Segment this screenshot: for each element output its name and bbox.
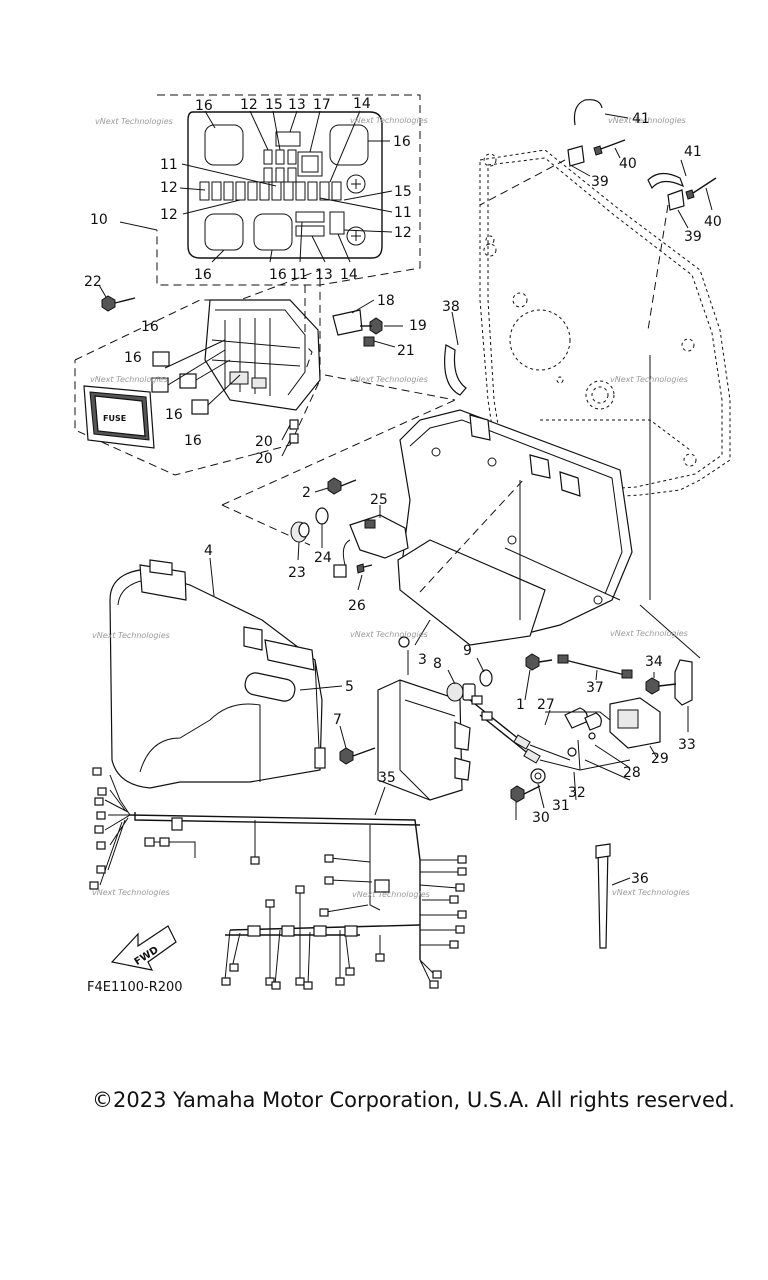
svg-text:vNext Technologies: vNext Technologies xyxy=(350,630,428,639)
svg-text:vNext Technologies: vNext Technologies xyxy=(350,375,428,384)
callout-32: 32 xyxy=(568,785,586,801)
callout-2: 2 xyxy=(302,485,311,501)
callout-23: 23 xyxy=(288,565,306,581)
callout-37: 37 xyxy=(586,680,604,696)
fuse-box-detail xyxy=(119,94,421,286)
callout-41: 41 xyxy=(632,111,650,127)
callout-15: 15 xyxy=(265,97,283,113)
callout-13: 13 xyxy=(315,267,333,283)
callout-10: 10 xyxy=(90,212,108,228)
callout-4: 4 xyxy=(204,543,213,559)
callout-16: 16 xyxy=(184,433,202,449)
callout-12: 12 xyxy=(160,207,178,223)
callout-12: 12 xyxy=(160,180,178,196)
callout-39: 39 xyxy=(684,229,702,245)
diagram-code: F4E1100-R200 xyxy=(87,980,183,995)
svg-text:vNext Technologies: vNext Technologies xyxy=(92,888,170,897)
callout-38: 38 xyxy=(442,299,460,315)
callout-19: 19 xyxy=(409,318,427,334)
callout-41: 41 xyxy=(684,144,702,160)
callout-16: 16 xyxy=(141,319,159,335)
callout-16: 16 xyxy=(194,267,212,283)
sensor-parts xyxy=(290,477,409,591)
electrical-box-cover xyxy=(109,557,343,789)
callout-30: 30 xyxy=(532,810,550,826)
svg-text:vNext Technologies: vNext Technologies xyxy=(92,631,170,640)
callout-12: 12 xyxy=(240,97,258,113)
callout-24: 24 xyxy=(314,550,332,566)
callout-14: 14 xyxy=(353,96,371,112)
ecu-unit xyxy=(339,636,553,801)
fwd-arrow-icon: FWD xyxy=(110,925,177,971)
callout-15: 15 xyxy=(394,184,412,200)
callout-34: 34 xyxy=(645,654,663,670)
callout-11: 11 xyxy=(394,205,412,221)
callout-33: 33 xyxy=(678,737,696,753)
wiring-parts-right xyxy=(469,654,693,949)
callout-16: 16 xyxy=(393,134,411,150)
callout-20: 20 xyxy=(255,451,273,467)
callout-16: 16 xyxy=(165,407,183,423)
callout-18: 18 xyxy=(377,293,395,309)
callout-14: 14 xyxy=(340,267,358,283)
svg-text:vNext Technologies: vNext Technologies xyxy=(352,890,430,899)
svg-text:vNext Technologies: vNext Technologies xyxy=(350,116,428,125)
callout-1: 1 xyxy=(516,697,525,713)
callout-40: 40 xyxy=(704,214,722,230)
watermarks: vNext Technologies vNext Technologies vN… xyxy=(90,116,690,899)
callout-11: 11 xyxy=(290,267,308,283)
callout-5: 5 xyxy=(345,679,354,695)
callout-16: 16 xyxy=(269,267,287,283)
wiring-harness xyxy=(89,767,467,990)
callout-40: 40 xyxy=(619,156,637,172)
svg-text:vNext Technologies: vNext Technologies xyxy=(95,117,173,126)
callout-13: 13 xyxy=(288,97,306,113)
callout-29: 29 xyxy=(651,751,669,767)
callout-12: 12 xyxy=(394,225,412,241)
callout-9: 9 xyxy=(463,643,472,659)
callout-16: 16 xyxy=(124,350,142,366)
callout-20: 20 xyxy=(255,434,273,450)
callout-21: 21 xyxy=(397,343,415,359)
svg-text:vNext Technologies: vNext Technologies xyxy=(612,888,690,897)
callout-35: 35 xyxy=(378,770,396,786)
callout-16: 16 xyxy=(195,98,213,114)
callout-17: 17 xyxy=(313,97,331,113)
svg-text:vNext Technologies: vNext Technologies xyxy=(610,629,688,638)
svg-text:vNext Technologies: vNext Technologies xyxy=(90,375,168,384)
callout-3: 3 xyxy=(418,652,427,668)
svg-text:vNext Technologies: vNext Technologies xyxy=(608,116,686,125)
callout-22: 22 xyxy=(84,274,102,290)
callout-31: 31 xyxy=(552,798,570,814)
svg-text:vNext Technologies: vNext Technologies xyxy=(610,375,688,384)
callout-25: 25 xyxy=(370,492,388,508)
relay-box-assembly: FUSE xyxy=(74,269,403,476)
callouts: 16 12 15 13 17 14 16 11 12 15 12 11 12 1… xyxy=(84,96,722,887)
callout-11: 11 xyxy=(160,157,178,173)
callout-39: 39 xyxy=(591,174,609,190)
callout-8: 8 xyxy=(433,656,442,672)
callout-26: 26 xyxy=(348,598,366,614)
clamps-39-40-41 xyxy=(479,99,717,331)
callout-27: 27 xyxy=(537,697,555,713)
electrical-tray xyxy=(397,409,633,646)
callout-28: 28 xyxy=(623,765,641,781)
callout-7: 7 xyxy=(333,712,342,728)
copyright-notice: ©2023 Yamaha Motor Corporation, U.S.A. A… xyxy=(92,1088,735,1112)
fuse-cover: FUSE xyxy=(83,385,155,449)
callout-36: 36 xyxy=(631,871,649,887)
fuse-label: FUSE xyxy=(103,414,126,423)
